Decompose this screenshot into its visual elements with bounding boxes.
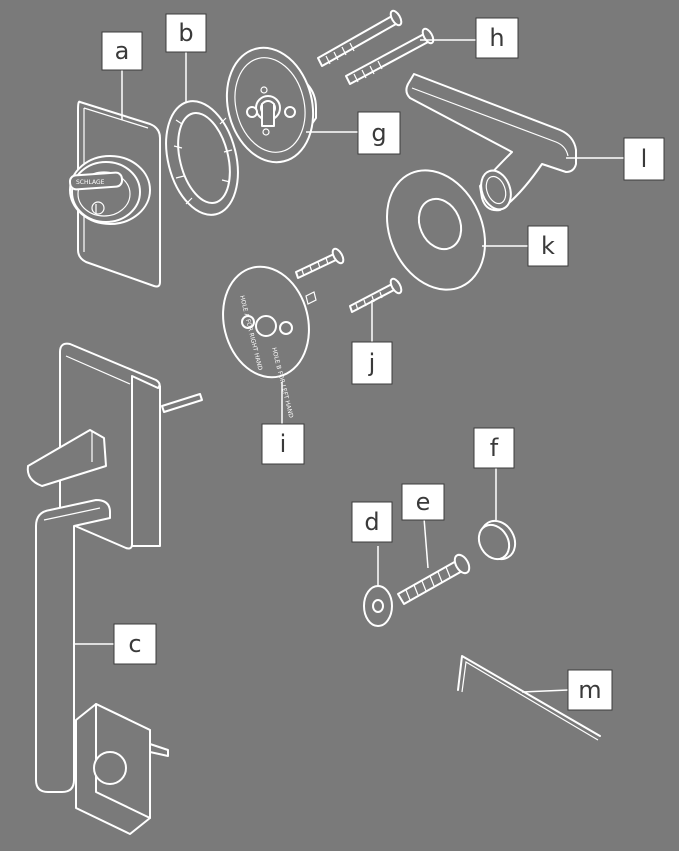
- deadbolt-brand-text: SCHLAGE: [76, 179, 105, 186]
- label-k-text: k: [541, 232, 555, 260]
- label-d-text: d: [364, 508, 379, 536]
- label-c-text: c: [128, 630, 141, 658]
- label-c: c: [113, 623, 157, 665]
- leader-lines: [74, 39, 624, 693]
- part-k-lever-rose: [385, 169, 487, 291]
- label-m: m: [567, 669, 613, 711]
- label-i-text: i: [280, 430, 287, 458]
- part-a-deadbolt-escutcheon: SCHLAGE: [68, 100, 161, 288]
- label-l-text: l: [641, 145, 648, 173]
- label-i: i: [261, 423, 305, 465]
- part-b-trim-ring: [165, 100, 239, 216]
- label-m-text: m: [578, 676, 601, 704]
- part-g-mounting-plate: [225, 46, 317, 164]
- label-f-text: f: [490, 434, 499, 462]
- label-e-text: e: [416, 488, 431, 516]
- label-d: d: [351, 501, 393, 543]
- label-a: a: [101, 31, 143, 71]
- label-b-text: b: [178, 19, 193, 47]
- label-g: g: [357, 111, 401, 155]
- label-h-text: h: [489, 24, 504, 52]
- part-i-lever-mounting-plate: HOLE A FOR RIGHT HAND HOLE B FOR LEFT HA…: [222, 265, 317, 419]
- part-c-handleset: [26, 342, 203, 835]
- label-e: e: [401, 483, 445, 521]
- label-j: j: [351, 341, 393, 385]
- part-f-cap: [477, 519, 517, 561]
- label-f: f: [473, 427, 515, 469]
- label-j-text: j: [368, 349, 376, 377]
- part-j-short-screws: [295, 247, 403, 313]
- part-e-threaded-rod: [397, 553, 471, 605]
- part-l-lever-handle: [405, 73, 577, 212]
- part-d-washer: [363, 585, 393, 627]
- label-h: h: [475, 17, 519, 59]
- part-h-long-screws: [317, 9, 435, 85]
- label-a-text: a: [115, 37, 130, 65]
- label-l: l: [623, 137, 665, 181]
- part-m-hex-key: [457, 655, 601, 741]
- label-k: k: [527, 225, 569, 267]
- label-g-text: g: [371, 119, 386, 147]
- label-b: b: [165, 13, 207, 53]
